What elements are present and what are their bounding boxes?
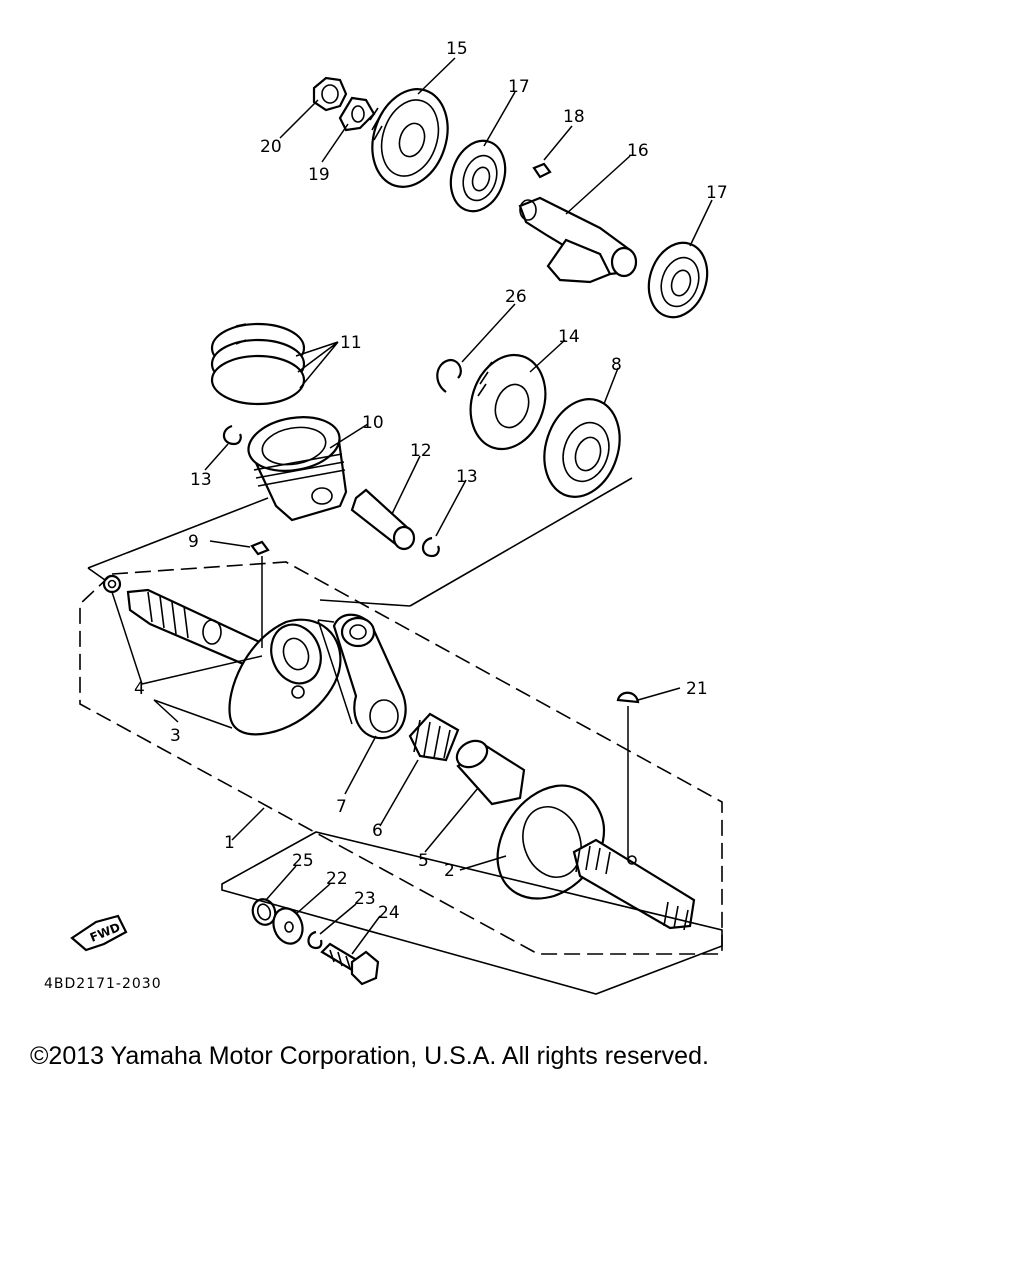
callout-labels: 15 17 18 16 17 20 19 26 11 14 8 10 12 13… bbox=[134, 39, 728, 923]
crankshaft-group-dashed-outline bbox=[79, 561, 723, 955]
callout-22: 22 bbox=[326, 869, 348, 889]
part-22-washer bbox=[272, 907, 304, 945]
callout-4: 4 bbox=[134, 679, 145, 699]
part-10-piston bbox=[247, 416, 348, 522]
callout-16: 16 bbox=[627, 141, 649, 161]
part-18-woodruff-key bbox=[532, 162, 552, 179]
part-20-nut bbox=[312, 76, 348, 112]
callout-26: 26 bbox=[505, 287, 527, 307]
callout-18: 18 bbox=[563, 107, 585, 127]
callout-20: 20 bbox=[260, 137, 282, 157]
part-24-bolt bbox=[320, 942, 380, 986]
callout-5: 5 bbox=[418, 851, 429, 871]
part-15-balancer-gear bbox=[369, 88, 449, 188]
part-9-key bbox=[250, 540, 270, 556]
callout-13: 13 bbox=[456, 467, 478, 487]
part-13-circlip-right bbox=[421, 536, 440, 558]
part-19-lock-washer bbox=[338, 96, 376, 132]
callout-3: 3 bbox=[170, 726, 181, 746]
bottom-parts-outline bbox=[221, 831, 723, 995]
part-16-balancer-shaft bbox=[518, 196, 638, 284]
copyright-notice: ©2013 Yamaha Motor Corporation, U.S.A. A… bbox=[30, 1042, 709, 1070]
part-6-needle-bearing bbox=[408, 712, 460, 762]
piston-group-outline bbox=[87, 477, 633, 607]
part-2-crank-right bbox=[496, 784, 696, 931]
callout-12: 12 bbox=[410, 441, 432, 461]
callout-24: 24 bbox=[378, 903, 400, 923]
part-8-bearing bbox=[543, 398, 621, 498]
callout-9: 9 bbox=[188, 532, 199, 552]
leader-lines bbox=[111, 57, 713, 955]
callout-8: 8 bbox=[611, 355, 622, 375]
part-13-circlip-left bbox=[222, 424, 242, 446]
callout-21: 21 bbox=[686, 679, 708, 699]
part-23-circlip bbox=[307, 930, 323, 950]
callout-13: 13 bbox=[190, 470, 212, 490]
part-26-circlip bbox=[436, 358, 462, 393]
callout-11: 11 bbox=[340, 333, 362, 353]
part-21-key bbox=[616, 691, 640, 704]
callout-23: 23 bbox=[354, 889, 376, 909]
part-25-o-ring bbox=[251, 898, 277, 926]
callout-14: 14 bbox=[558, 327, 580, 347]
part-12-piston-pin bbox=[350, 488, 416, 551]
part-14-gear bbox=[469, 353, 547, 451]
part-11-piston-ring-set bbox=[210, 322, 306, 406]
part-7-connecting-rod bbox=[332, 613, 407, 740]
callout-10: 10 bbox=[362, 413, 384, 433]
callout-25: 25 bbox=[292, 851, 314, 871]
callout-7: 7 bbox=[336, 797, 347, 817]
drawing-code: 4BD2171-2030 bbox=[44, 976, 162, 992]
callout-17: 17 bbox=[706, 183, 728, 203]
part-3-crank-left bbox=[126, 588, 342, 736]
callout-17: 17 bbox=[508, 77, 530, 97]
callout-19: 19 bbox=[308, 165, 330, 185]
callout-6: 6 bbox=[372, 821, 383, 841]
callout-1: 1 bbox=[224, 833, 235, 853]
part-17-bearing-upper bbox=[449, 139, 507, 213]
part-5-crank-pin bbox=[455, 739, 526, 806]
callout-2: 2 bbox=[444, 861, 455, 881]
callout-15: 15 bbox=[446, 39, 468, 59]
exploded-parts-diagram: FWD 15 17 18 16 17 20 19 26 11 14 8 10 1… bbox=[44, 39, 728, 995]
fwd-arrow-icon: FWD bbox=[70, 914, 128, 952]
part-17-bearing-lower bbox=[647, 241, 709, 319]
